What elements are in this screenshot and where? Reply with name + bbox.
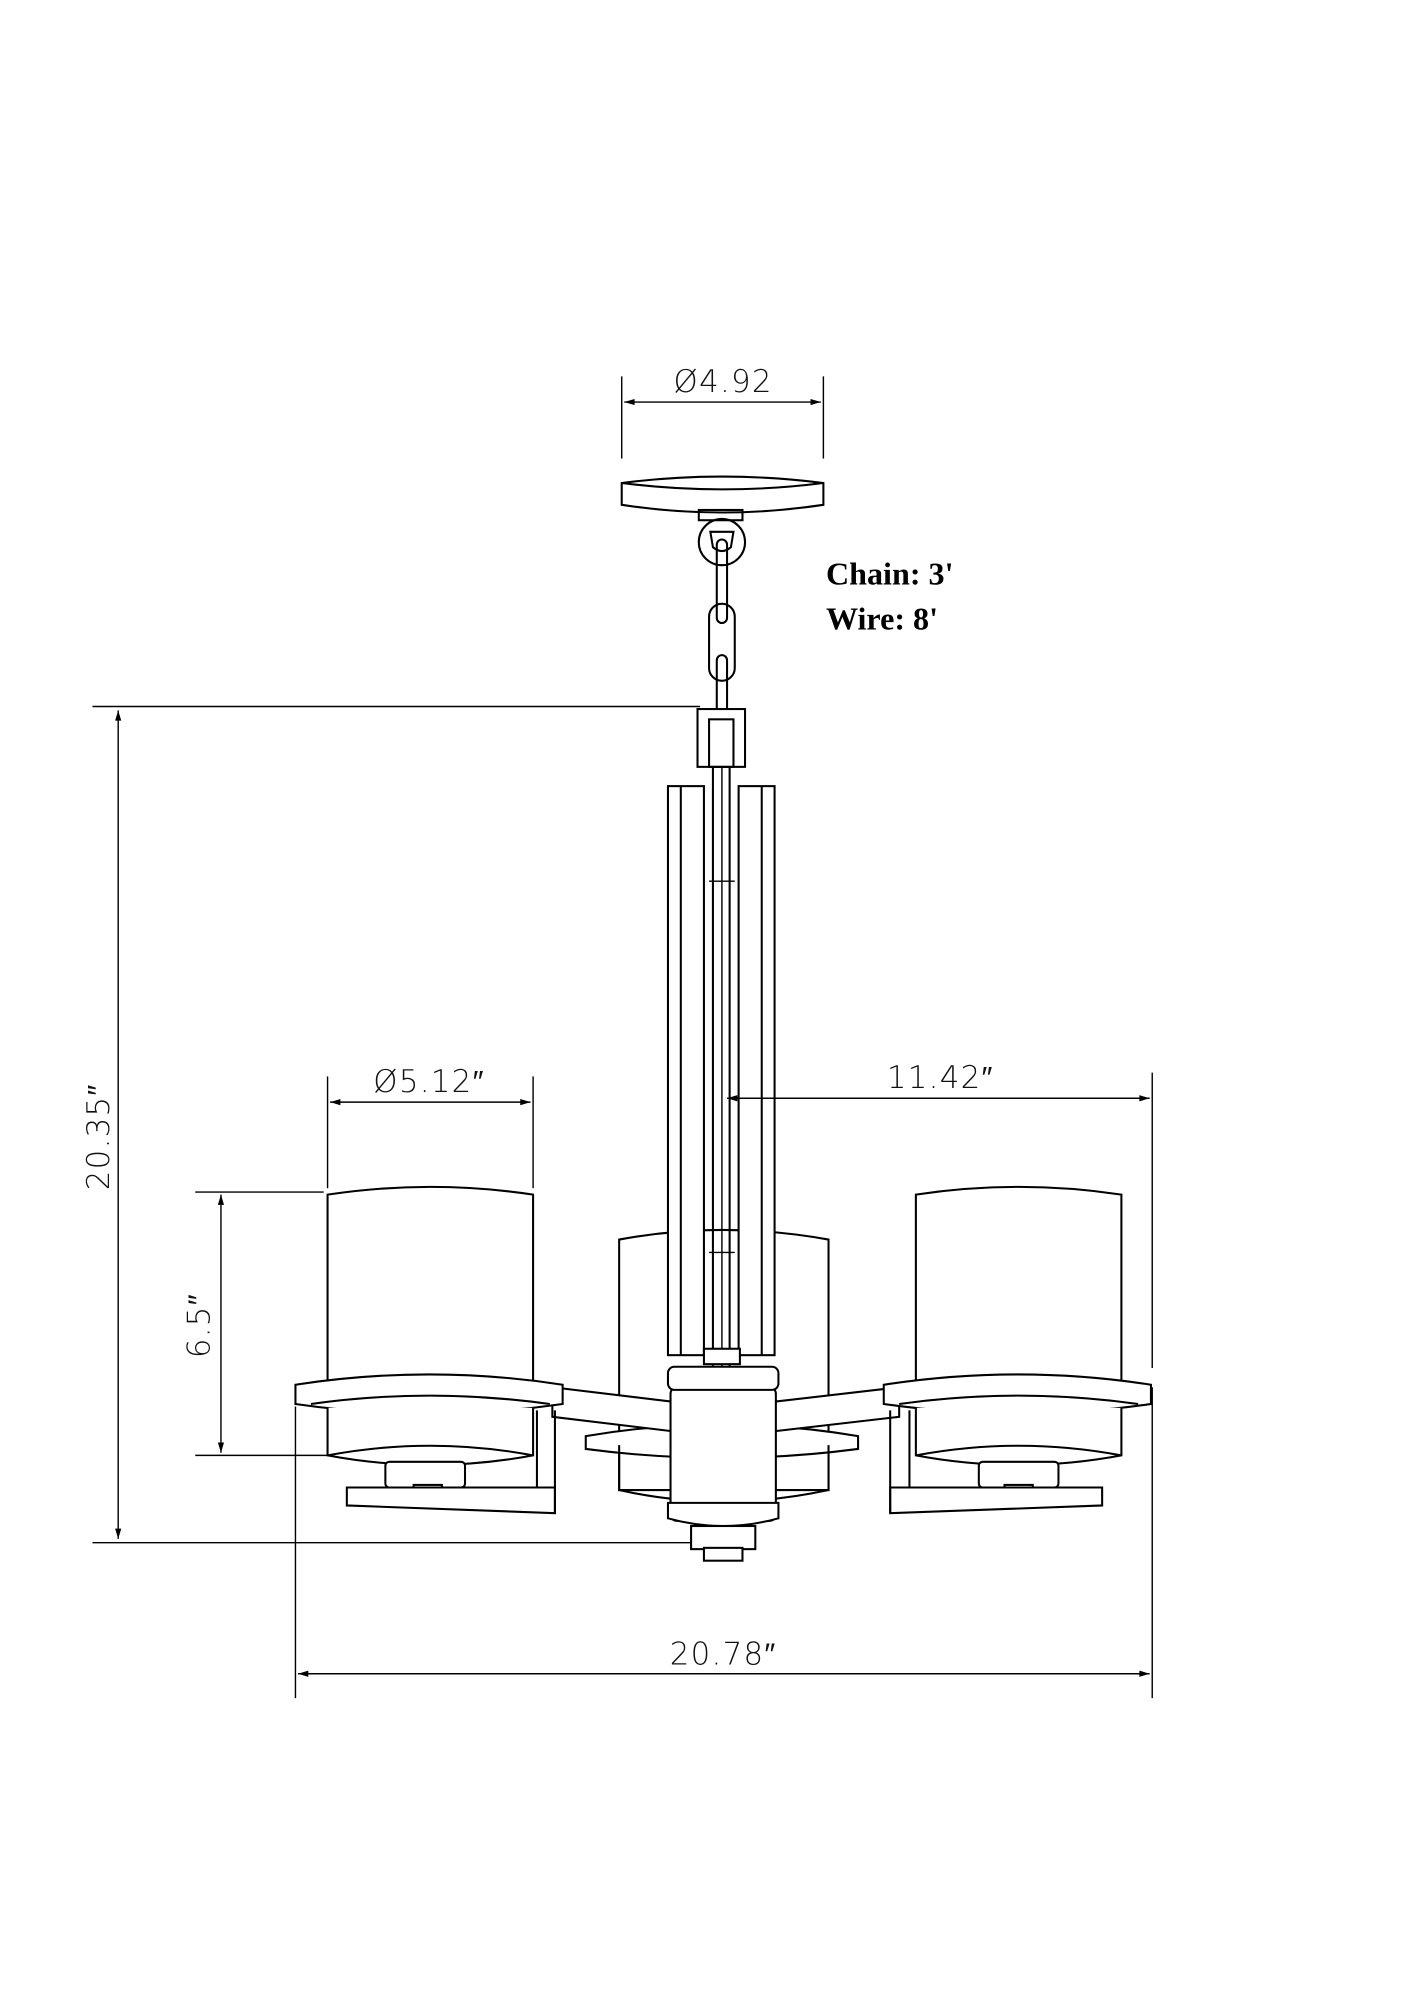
right-light	[882, 1185, 1152, 1515]
center-to-edge-label: 11.42″	[887, 1060, 994, 1096]
shade-diameter-label: Ø5.12″	[373, 1064, 484, 1100]
canopy	[620, 475, 825, 522]
shade-diameter-dimension: Ø5.12″	[326, 1064, 534, 1189]
canopy-diameter-label: Ø4.92	[674, 364, 773, 400]
center-column	[666, 708, 776, 1375]
shade-height-dimension: 6.5″	[181, 1191, 328, 1457]
left-light	[294, 1185, 564, 1515]
arms	[551, 1386, 901, 1434]
overall-width-label: 20.78″	[670, 1637, 777, 1673]
canopy-diameter-dimension: Ø4.92	[621, 364, 825, 459]
shade-height-label: 6.5″	[181, 1293, 217, 1358]
wire-length-note: Wire: 8'	[826, 600, 938, 636]
overall-width-dimension: 20.78″	[294, 1387, 1153, 1699]
overall-height-dimension: 20.35″	[81, 705, 701, 1544]
center-body	[666, 1365, 780, 1562]
overall-height-label: 20.35″	[81, 1083, 117, 1190]
chain	[697, 517, 747, 747]
chain-length-note: Chain: 3'	[826, 555, 954, 591]
center-to-edge-dimension: 11.42″	[727, 1060, 1153, 1369]
